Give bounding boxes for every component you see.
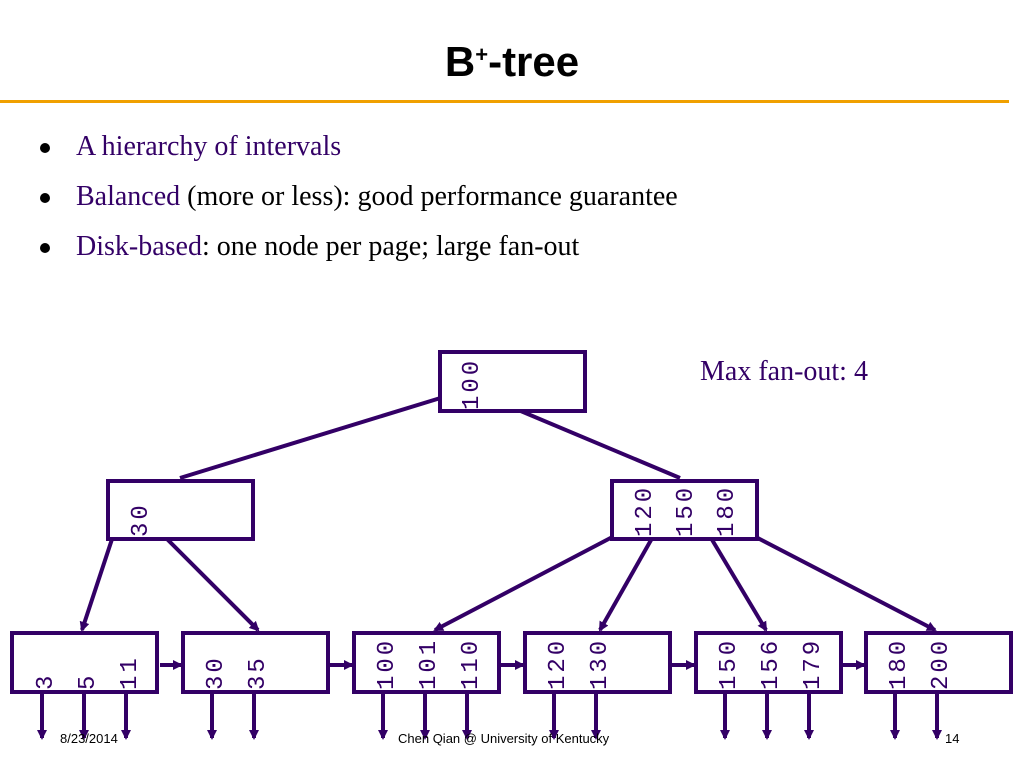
bullet-dot-icon: [40, 243, 50, 253]
title-underline-rule: [0, 100, 1009, 103]
node-key: 35: [245, 655, 272, 690]
bullet-highlight: A hierarchy of intervals: [76, 131, 342, 162]
node-key: 100: [374, 638, 401, 690]
slide-title: B+-tree: [0, 38, 1024, 86]
title-suffix: -tree: [488, 38, 580, 85]
root-node: [438, 350, 587, 413]
node-key: 150: [716, 638, 743, 690]
internal-node: [610, 479, 759, 541]
node-key: 30: [128, 502, 155, 537]
leaf-node: [694, 631, 843, 694]
tree-edge: [150, 522, 260, 632]
bullet-item: Balanced (more or less): good performanc…: [38, 178, 678, 228]
bullet-highlight: Balanced: [76, 181, 181, 212]
footer-page-number: 14: [945, 731, 960, 746]
footer-author: Chen Qian @ University of Kentucky: [398, 731, 610, 746]
max-fanout-annotation: Max fan-out: 4: [700, 356, 868, 387]
footer-date: 8/23/2014: [60, 731, 118, 746]
leaf-node: [10, 631, 159, 694]
node-key: 100: [459, 358, 486, 410]
tree-edge: [179, 394, 448, 480]
node-key: 120: [545, 638, 572, 690]
node-key: 3: [33, 673, 60, 690]
tree-edge: [706, 531, 768, 632]
node-key: 180: [886, 638, 913, 690]
node-key: 30: [203, 655, 230, 690]
leaf-node: [181, 631, 330, 694]
title-main: B: [444, 38, 476, 85]
node-key: 150: [673, 485, 700, 537]
bullet-dot-icon: [40, 143, 50, 153]
tree-edge: [433, 531, 621, 632]
leaf-node: [523, 631, 672, 694]
node-key: 120: [632, 485, 659, 537]
bullet-rest: (more or less): good performance guarant…: [180, 181, 678, 212]
node-key: 101: [416, 638, 443, 690]
node-key: 180: [714, 485, 741, 537]
internal-node: [106, 479, 255, 541]
node-key: 156: [758, 638, 785, 690]
bullet-item: Disk-based: one node per page; large fan…: [38, 228, 678, 278]
node-key: 5: [75, 673, 102, 690]
tree-edge: [598, 532, 657, 632]
node-key: 110: [458, 638, 485, 690]
leaf-node: [864, 631, 1013, 694]
bullet-dot-icon: [40, 193, 50, 203]
bullet-rest: : one node per page; large fan-out: [201, 231, 580, 262]
node-key: 11: [117, 655, 144, 690]
node-key: 179: [800, 638, 827, 690]
tree-edge: [79, 523, 119, 632]
bullet-list: A hierarchy of intervals Balanced (more …: [38, 128, 678, 278]
bullet-item: A hierarchy of intervals: [38, 128, 678, 178]
tree-edge: [747, 531, 937, 632]
title-superscript: +: [475, 42, 489, 67]
node-key: 130: [587, 638, 614, 690]
leaf-node: [352, 631, 501, 694]
bullet-highlight: Disk-based: [76, 231, 202, 262]
node-key: 200: [928, 638, 955, 690]
